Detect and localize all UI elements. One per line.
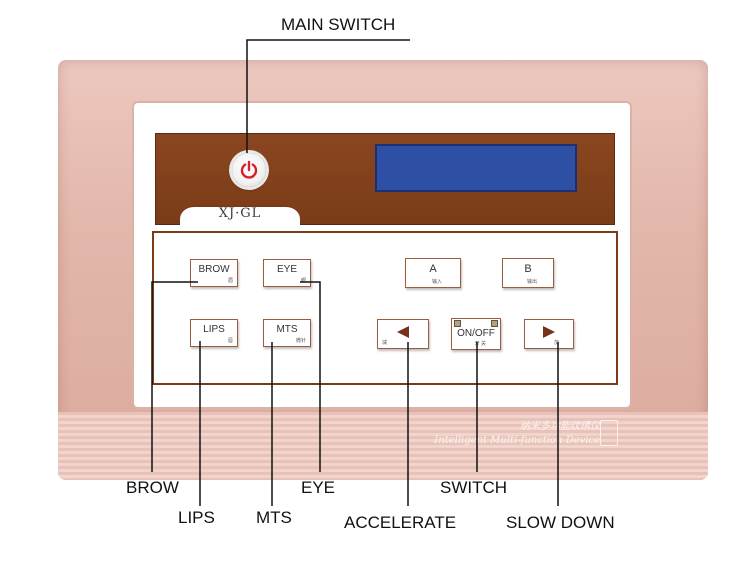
b-button-label: B — [524, 263, 532, 275]
onoff-led-left — [454, 320, 461, 327]
eye-line — [300, 281, 321, 472]
main-power-button[interactable] — [232, 153, 266, 187]
mts-button[interactable]: MTS 微针 — [263, 319, 311, 347]
power-icon — [240, 160, 258, 179]
slow-down-button-sub: 加 — [553, 340, 559, 346]
mts-button-label: MTS — [276, 324, 298, 335]
callout-brow: BROW — [126, 478, 179, 497]
triangle-left-icon — [397, 326, 409, 338]
watermark-line-en: Intelligent Multi-function Device — [434, 435, 600, 446]
brand-label: XJ·GL — [218, 206, 262, 221]
onoff-leds — [453, 320, 499, 327]
a-button-sub: 输入 — [431, 279, 442, 285]
lcd-screen — [375, 144, 577, 192]
callout-accelerate: ACCELERATE — [344, 513, 457, 532]
device-watermark: 纳米多功能纹绣仪 Intelligent Multi-function Devi… — [390, 420, 618, 448]
lips-button-label: LIPS — [203, 324, 225, 335]
brow-line — [151, 281, 198, 472]
brand-tab — [180, 205, 300, 227]
onoff-button[interactable]: ON/OFF 开 关 — [451, 318, 501, 350]
onoff-led-right — [491, 320, 498, 327]
brow-button-sub: 眉 — [227, 278, 233, 284]
keypad — [152, 231, 618, 385]
callout-switch: SWITCH — [440, 478, 508, 497]
onoff-button-sub: 开 关 — [474, 341, 486, 347]
accelerate-button[interactable]: 减 — [377, 319, 429, 349]
brow-button[interactable]: BROW 眉 — [190, 259, 238, 287]
callout-slow-down: SLOW DOWN — [506, 513, 615, 532]
b-button[interactable]: B 输出 — [502, 258, 554, 288]
a-button-label: A — [429, 263, 437, 275]
triangle-right-icon — [543, 326, 555, 338]
mts-button-sub: 微针 — [295, 338, 306, 344]
callout-lips: LIPS — [178, 508, 215, 527]
eye-button-sub: 眼 — [300, 278, 306, 284]
callout-main-switch: MAIN SWITCH — [281, 15, 396, 34]
brow-button-label: BROW — [198, 264, 230, 275]
lips-button-sub: 唇 — [227, 338, 233, 344]
lips-button[interactable]: LIPS 唇 — [190, 319, 238, 347]
b-button-sub: 输出 — [526, 279, 537, 285]
watermark-line-cn: 纳米多功能纹绣仪 — [520, 421, 600, 432]
slow-down-button[interactable]: 加 — [524, 319, 574, 349]
eye-button-label: EYE — [276, 264, 297, 275]
device-base-stripes — [58, 412, 708, 480]
seal-icon — [600, 420, 618, 446]
callout-eye: EYE — [301, 478, 336, 497]
callout-mts: MTS — [256, 508, 292, 527]
a-button[interactable]: A 输入 — [405, 258, 461, 288]
onoff-button-label: ON/OFF — [457, 328, 495, 339]
accelerate-button-sub: 减 — [382, 340, 388, 346]
main-switch-line — [246, 39, 410, 153]
